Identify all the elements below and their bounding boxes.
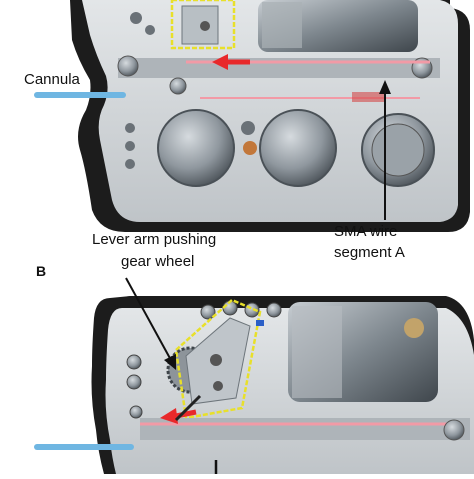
sma-wire-label-line2: segment A <box>334 243 405 262</box>
panel-a-device <box>34 0 470 232</box>
sma-wire-label-line1: SMA wire <box>334 222 397 241</box>
lever-arm-label-line2: gear wheel <box>121 252 194 271</box>
lever-arm-label-line1: Lever arm pushing <box>92 230 216 249</box>
panel-a-cannula-tube <box>34 92 126 98</box>
cannula-label: Cannula <box>24 70 80 89</box>
panel-a-drum-mid <box>260 110 336 186</box>
panel-b-cannula-tube <box>34 444 134 450</box>
panel-a-drum-left <box>158 110 234 186</box>
panel-b-device <box>34 278 474 474</box>
panel-b-letter: B <box>36 262 46 281</box>
